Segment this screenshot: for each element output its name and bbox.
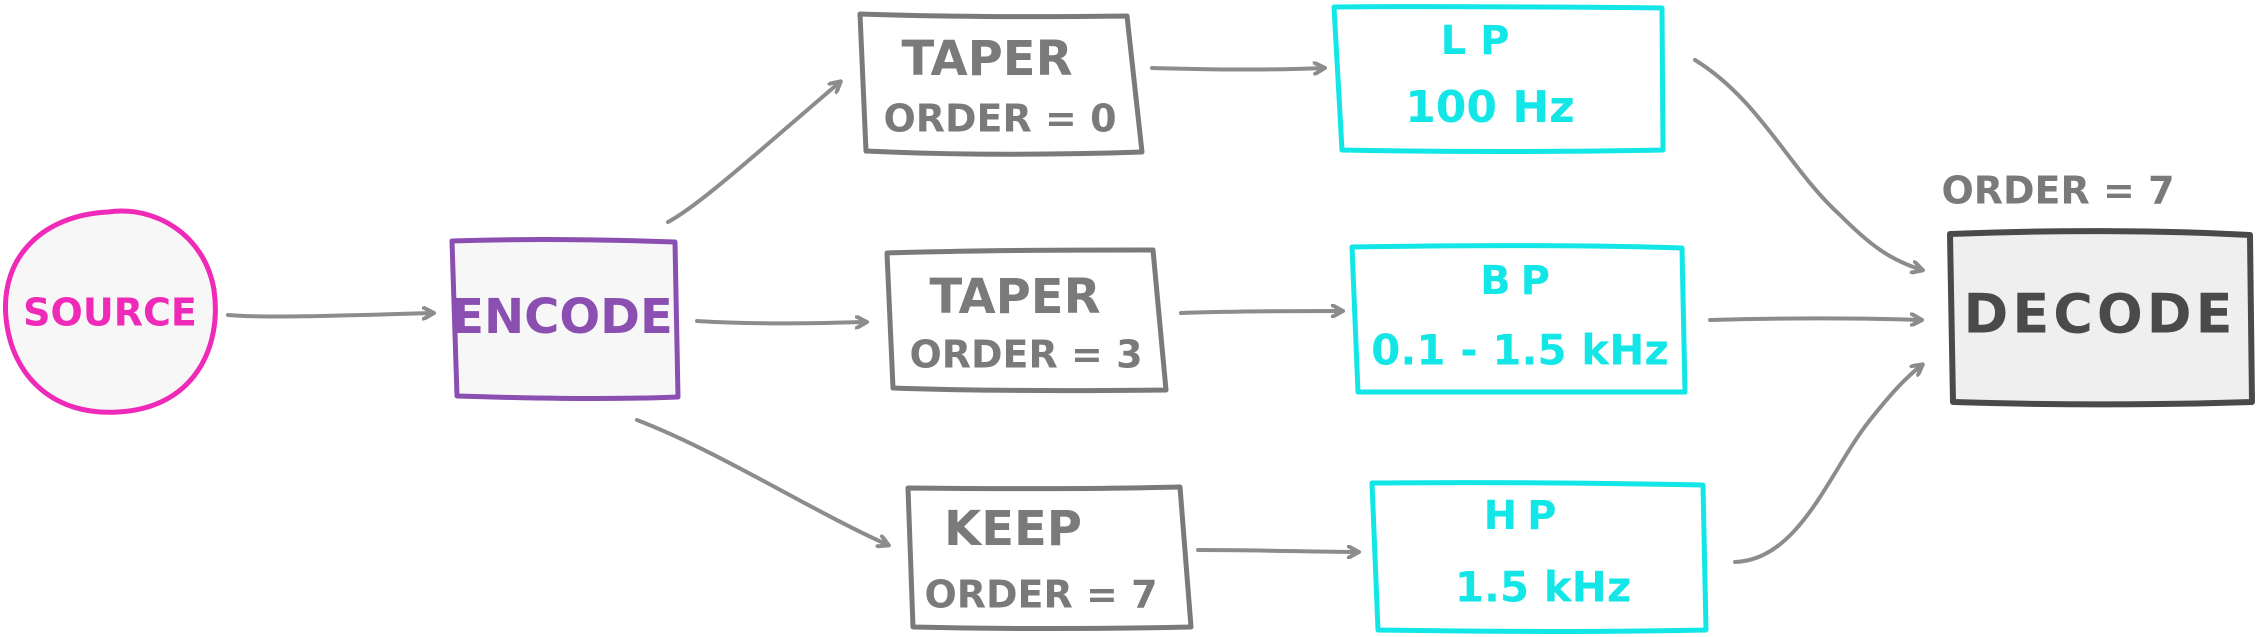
arrow-taper-top-to-lp xyxy=(1150,68,1324,70)
hp-line1: HP xyxy=(1484,493,1567,539)
decode-box xyxy=(1947,228,2255,408)
lp-box xyxy=(1331,4,1666,154)
taper-mid-line2: ORDER = 3 xyxy=(909,333,1142,377)
taper-top-line1: TAPER xyxy=(901,31,1072,87)
arrow-hp-to-decode xyxy=(1733,365,1922,564)
lp-line1: LP xyxy=(1441,18,1524,64)
source-label: SOURCE xyxy=(23,291,197,335)
lp-node: LP 100 Hz xyxy=(1331,4,1666,154)
arrow-lp-to-decode xyxy=(1693,58,1922,270)
bp-line1: BP xyxy=(1480,258,1560,304)
keep-box xyxy=(905,484,1194,631)
taper-mid-line1: TAPER xyxy=(929,269,1100,325)
bp-box xyxy=(1349,243,1688,396)
taper-top-box xyxy=(857,11,1145,157)
hp-box xyxy=(1369,480,1709,634)
arrow-encode-to-keep xyxy=(635,418,888,545)
taper-top-line2: ORDER = 0 xyxy=(883,97,1116,141)
taper-mid-box xyxy=(884,247,1169,394)
decode-annotation: ORDER = 7 xyxy=(1941,169,2174,213)
encode-box xyxy=(449,236,681,402)
keep-line1: KEEP xyxy=(944,501,1082,557)
decode-label: DECODE xyxy=(1964,283,2237,346)
arrow-encode-to-taper-top xyxy=(666,82,840,224)
arrows xyxy=(226,58,1922,564)
source-node: SOURCE xyxy=(2,208,218,415)
arrow-keep-to-hp xyxy=(1196,550,1358,552)
encode-label: ENCODE xyxy=(451,289,673,345)
keep-line2: ORDER = 7 xyxy=(924,573,1157,617)
lp-line2: 100 Hz xyxy=(1405,82,1575,133)
taper-top-node: TAPER ORDER = 0 xyxy=(857,11,1145,157)
encode-node: ENCODE xyxy=(449,236,681,402)
hp-node: HP 1.5 kHz xyxy=(1369,480,1709,634)
source-circle xyxy=(2,208,218,415)
arrow-bp-to-decode xyxy=(1708,319,1921,321)
arrow-source-to-encode xyxy=(226,313,433,316)
hp-line2: 1.5 kHz xyxy=(1455,563,1632,612)
decode-node: ORDER = 7 DECODE xyxy=(1941,169,2255,408)
arrow-encode-to-taper-mid xyxy=(695,321,866,323)
keep-node: KEEP ORDER = 7 xyxy=(905,484,1194,631)
arrow-taper-mid-to-bp xyxy=(1179,311,1342,313)
bp-line2: 0.1 - 1.5 kHz xyxy=(1371,326,1669,375)
bp-node: BP 0.1 - 1.5 kHz xyxy=(1349,243,1688,396)
taper-mid-node: TAPER ORDER = 3 xyxy=(884,247,1169,394)
